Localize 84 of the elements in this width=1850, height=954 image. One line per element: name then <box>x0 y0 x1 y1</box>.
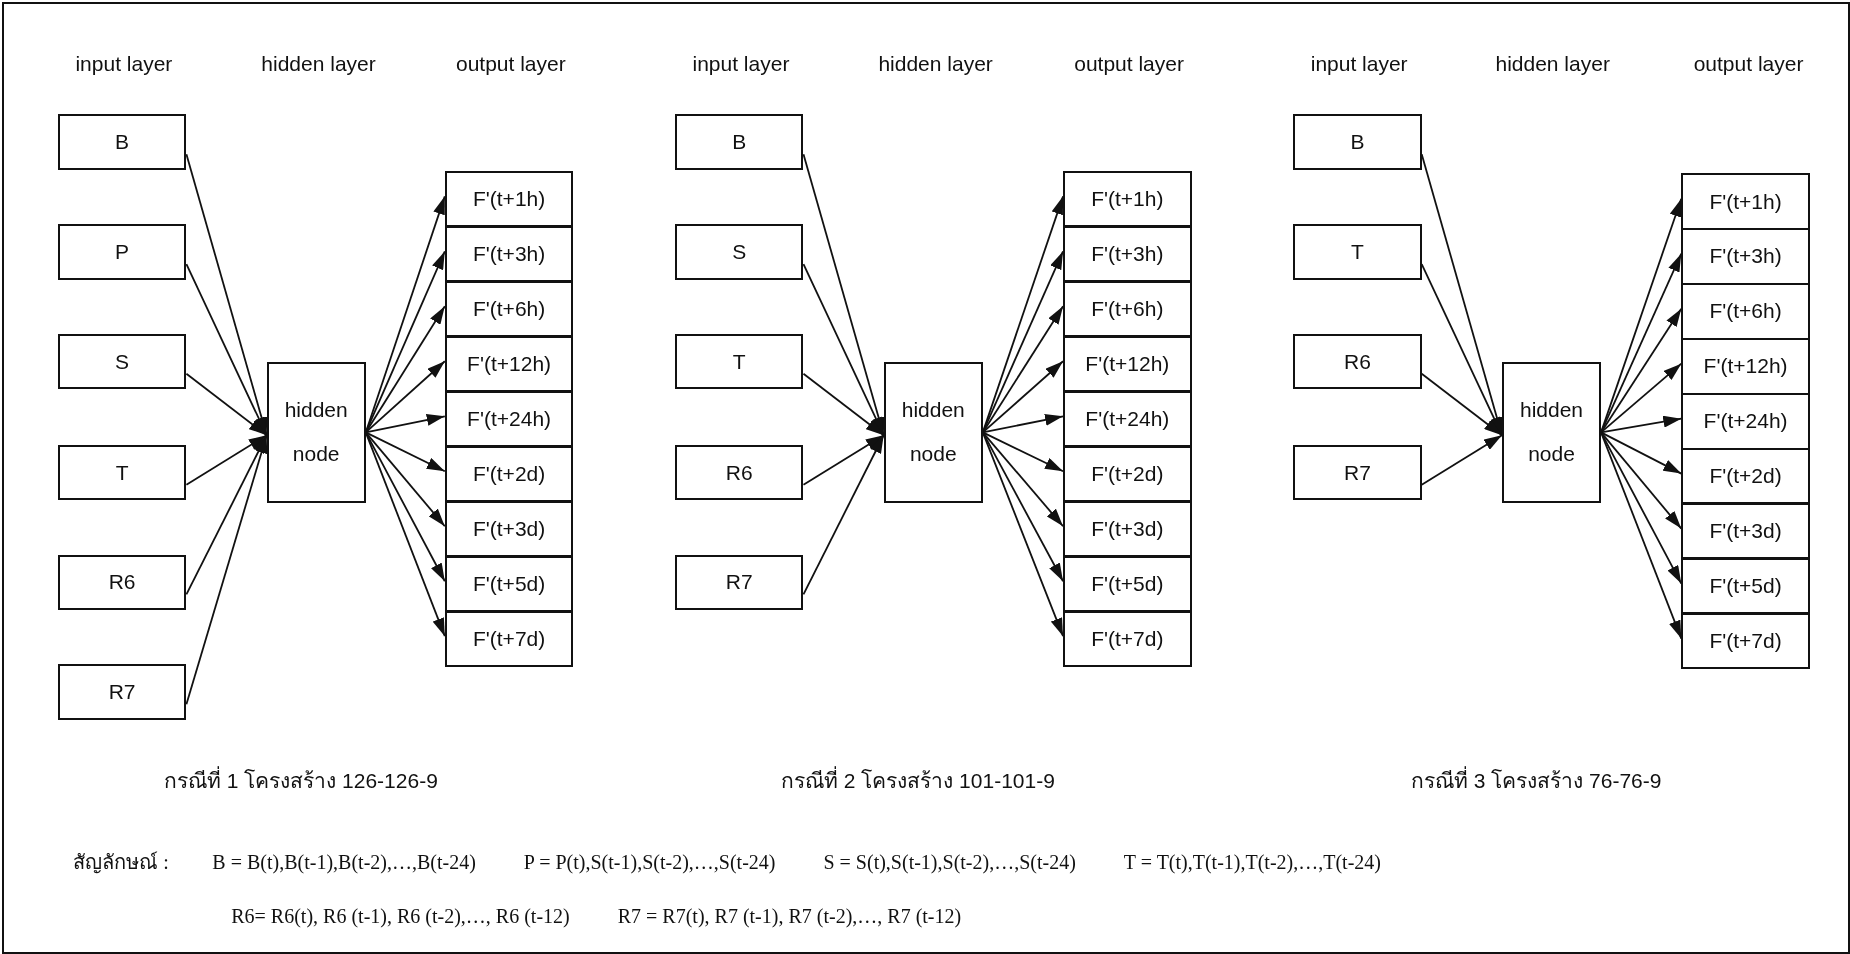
layer-box: F'(t+2d) <box>1063 445 1192 503</box>
layer-box: F'(t+5d) <box>1681 558 1810 615</box>
layer-heading: hidden layer <box>1495 51 1610 76</box>
case-caption: กรณีที่ 2 โครงสร้าง 101-101-9 <box>780 765 1055 794</box>
arrow <box>802 434 885 596</box>
layer-box: F'(t+7d) <box>1681 613 1810 670</box>
legend-text: R7 = R7(t), R7 (t-1), R7 (t-2),…, R7 (t-12) <box>617 904 962 928</box>
layer-box: F'(t+12h) <box>1063 336 1192 393</box>
arrow <box>981 431 1064 473</box>
legend-text: B = B(t),B(t-1),B(t-2),…,B(t-24) <box>212 850 476 874</box>
arrow <box>802 372 885 437</box>
layer-box: F'(t+7d) <box>1063 610 1192 668</box>
layer-box: F'(t+5d) <box>444 555 574 613</box>
arrow <box>1420 372 1503 437</box>
layer-heading: hidden layer <box>878 51 993 76</box>
arrow <box>981 360 1064 434</box>
layer-box: F'(t+24h) <box>1681 393 1810 450</box>
layer-box: R7 <box>57 664 187 720</box>
layer-heading: hidden layer <box>261 51 376 76</box>
layer-box: F'(t+3d) <box>444 500 574 558</box>
arrow <box>1600 362 1683 434</box>
layer-box: F'(t+6h) <box>444 281 574 338</box>
legend-heading: สัญลักษณ์ : <box>73 850 169 876</box>
layer-box: B <box>1293 114 1422 170</box>
arrow <box>981 413 1064 434</box>
layer-box: R6 <box>1293 333 1422 390</box>
arrow <box>364 431 446 473</box>
hidden-node-box: hidden node <box>266 362 366 503</box>
layer-box: F'(t+6h) <box>1063 281 1192 338</box>
layer-box: F'(t+12h) <box>1681 338 1810 395</box>
layer-box: S <box>57 333 187 390</box>
layer-box: F'(t+1h) <box>1681 173 1810 230</box>
layer-box: F'(t+24h) <box>1063 391 1192 448</box>
arrow <box>364 431 446 528</box>
layer-heading: output layer <box>456 51 566 76</box>
legend-text: T = T(t),T(t-1),T(t-2),…,T(t-24) <box>1123 850 1381 874</box>
layer-box: S <box>674 224 804 280</box>
layer-box: F'(t+6h) <box>1681 283 1810 340</box>
layer-box: F'(t+3h) <box>444 226 574 283</box>
layer-box: F'(t+24h) <box>444 391 574 448</box>
hidden-node-box: hidden node <box>883 362 983 503</box>
arrow <box>1600 431 1683 530</box>
layer-box: R7 <box>674 554 804 610</box>
layer-box: F'(t+7d) <box>444 610 574 668</box>
layer-box: B <box>674 114 804 170</box>
layer-box: F'(t+1h) <box>1063 171 1192 228</box>
layer-box: F'(t+1h) <box>444 171 574 228</box>
hidden-node-box: hidden node <box>1501 362 1602 503</box>
arrow <box>364 360 446 434</box>
layer-box: P <box>57 224 187 280</box>
layer-heading: input layer <box>75 51 173 76</box>
layer-box: R6 <box>674 444 804 501</box>
arrow <box>981 431 1064 528</box>
arrow <box>185 434 268 486</box>
case-caption: กรณีที่ 1 โครงสร้าง 126-126-9 <box>163 765 438 794</box>
layer-box: F'(t+2d) <box>444 445 574 503</box>
layer-box: F'(t+3d) <box>1063 500 1192 558</box>
arrow <box>185 434 268 596</box>
legend-text: P = P(t),S(t-1),S(t-2),…,S(t-24) <box>523 850 776 874</box>
layer-box: R7 <box>1293 444 1422 501</box>
layer-heading: output layer <box>1074 51 1184 76</box>
layer-heading: input layer <box>692 51 790 76</box>
layer-heading: output layer <box>1693 51 1804 76</box>
arrow <box>802 434 885 486</box>
legend-text: S = S(t),S(t-1),S(t-2),…,S(t-24) <box>823 850 1076 874</box>
arrow <box>1600 415 1683 434</box>
layer-box: F'(t+3h) <box>1681 228 1810 285</box>
layer-box: T <box>57 444 187 501</box>
layer-box: F'(t+3h) <box>1063 226 1192 283</box>
legend-text: R6= R6(t), R6 (t-1), R6 (t-2),…, R6 (t-12) <box>231 904 570 928</box>
arrow <box>1600 431 1683 475</box>
layer-box: R6 <box>57 554 187 610</box>
layer-heading: input layer <box>1310 51 1408 76</box>
layer-box: F'(t+12h) <box>444 336 574 393</box>
arrow <box>364 414 446 434</box>
layer-box: F'(t+5d) <box>1063 555 1192 613</box>
case-caption: กรณีที่ 3 โครงสร้าง 76-76-9 <box>1410 765 1662 794</box>
layer-box: B <box>57 114 187 170</box>
arrow <box>185 372 268 437</box>
layer-box: F'(t+3d) <box>1681 503 1810 560</box>
layer-box: T <box>1293 224 1422 280</box>
layer-box: F'(t+2d) <box>1681 448 1810 505</box>
layer-box: T <box>674 333 804 390</box>
arrow <box>1420 434 1503 486</box>
